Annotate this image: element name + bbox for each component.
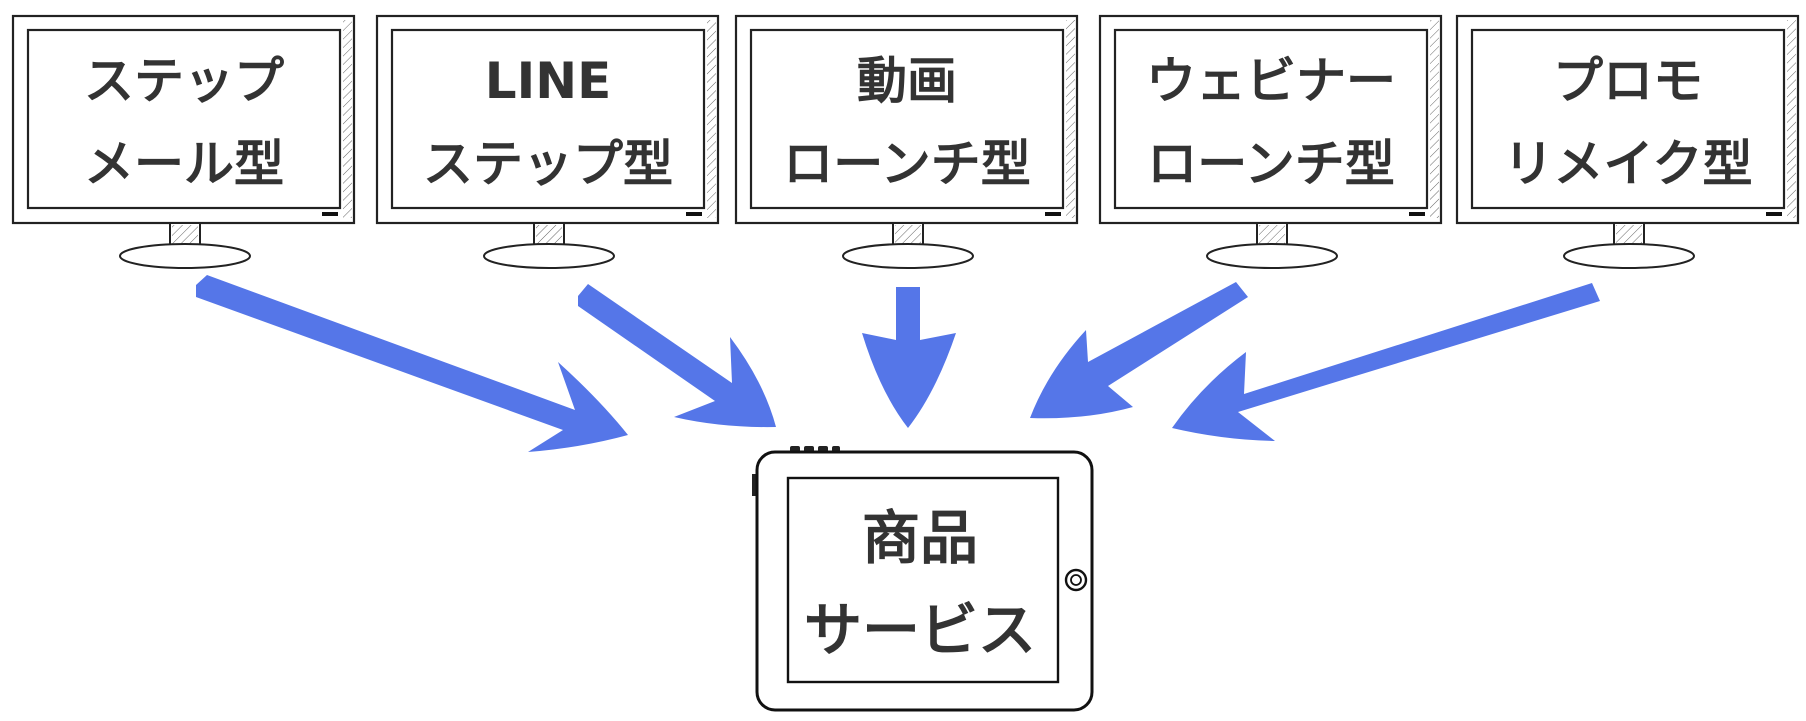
monitor-stand <box>1563 222 1695 269</box>
monitor-stand <box>483 222 615 269</box>
monitor-video-launch: 動画 ローンチ型 <box>734 14 1079 269</box>
tablet-product-service: 商品 サービス <box>752 446 1094 712</box>
arrows <box>196 275 1600 452</box>
monitor-label-line1: プロモ <box>1553 52 1703 110</box>
monitor-label-line2: ローンチ型 <box>783 135 1031 193</box>
arrow-webinar-launch <box>1030 282 1248 419</box>
monitor-label-line2: ステップ型 <box>423 135 673 193</box>
monitor-line-step: LINE ステップ型 <box>375 14 720 269</box>
monitor-stand <box>119 222 251 269</box>
monitor-webinar-launch: ウェビナー ローンチ型 <box>1098 14 1443 269</box>
arrow-video-launch <box>862 287 956 428</box>
monitor-label-line1: LINE <box>485 52 611 110</box>
monitor-label-line2: メール型 <box>84 135 284 193</box>
home-button-icon <box>1064 568 1088 592</box>
monitor-label-line2: リメイク型 <box>1504 135 1753 193</box>
arrow-step-mail <box>196 275 628 452</box>
monitor-promo-remake: プロモ リメイク型 <box>1455 14 1800 269</box>
arrow-line-step <box>578 284 776 428</box>
monitor-stand <box>842 222 974 269</box>
monitor-label-line1: ウェビナー <box>1146 52 1396 110</box>
arrow-promo-remake <box>1172 283 1600 441</box>
tablet-label-line1: 商品 <box>862 504 978 572</box>
tablet-label-line2: サービス <box>804 596 1036 664</box>
monitor-step-mail: ステップ メール型 <box>11 14 356 269</box>
monitor-label-line1: ステップ <box>84 52 284 110</box>
monitor-label-line2: ローンチ型 <box>1147 135 1395 193</box>
monitor-stand <box>1206 222 1338 269</box>
monitor-label-line1: 動画 <box>857 52 957 110</box>
